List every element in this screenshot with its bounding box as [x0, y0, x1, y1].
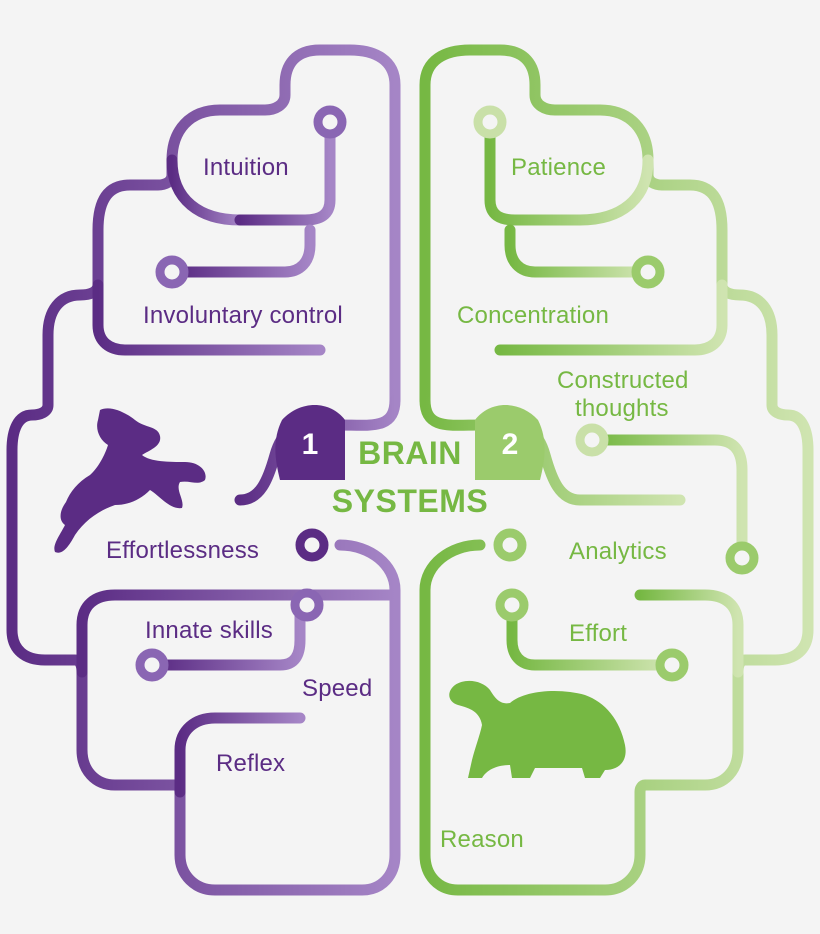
node-analytics-right — [725, 541, 759, 575]
effort-trace — [506, 599, 671, 671]
label-reason: Reason — [440, 826, 524, 853]
intuition-connector — [234, 119, 336, 226]
node-effort — [495, 588, 529, 622]
node-concentration — [631, 255, 665, 289]
node-effort-right — [655, 648, 689, 682]
innate-loop — [76, 589, 401, 678]
system1-badge — [275, 405, 345, 480]
concentration-trace — [504, 224, 648, 278]
label-analytics: Analytics — [569, 538, 667, 565]
constructed-trace — [592, 434, 748, 556]
node-involuntary — [155, 255, 189, 289]
left-outer-contour — [6, 44, 401, 896]
system2-badge — [475, 405, 545, 480]
node-effortlessness — [295, 528, 329, 562]
effort-loop — [634, 589, 744, 678]
left-nodes — [135, 105, 347, 682]
label-intuition: Intuition — [203, 154, 289, 181]
node-analytics-left — [493, 528, 527, 562]
involuntary-bottom — [92, 279, 326, 356]
innate-trace — [152, 604, 306, 671]
involuntary-trace — [172, 224, 316, 278]
node-constructed — [575, 423, 609, 457]
patience-trace — [484, 119, 654, 226]
label-constructed-line1: Constructed — [557, 367, 689, 394]
right-outer-contour — [419, 44, 814, 896]
node-innate-left — [135, 648, 169, 682]
tortoise-icon — [449, 680, 626, 778]
concentration-bottom — [494, 279, 728, 356]
system2-number: 2 — [501, 428, 519, 461]
label-innate-skills: Innate skills — [145, 617, 273, 644]
reflex-trace — [174, 712, 306, 798]
label-effortlessness: Effortlessness — [106, 537, 260, 564]
node-patience — [473, 105, 507, 139]
label-effort: Effort — [569, 620, 628, 647]
node-intuition — [313, 105, 347, 139]
title-line1: BRAIN — [358, 435, 462, 471]
system1-number: 1 — [301, 428, 319, 461]
label-concentration: Concentration — [457, 302, 610, 329]
label-patience: Patience — [511, 154, 606, 181]
intuition-trace — [166, 154, 246, 226]
rabbit-icon — [54, 408, 206, 553]
title-line2: SYSTEMS — [331, 483, 489, 519]
label-reflex: Reflex — [216, 750, 286, 777]
label-speed: Speed — [302, 675, 373, 702]
label-involuntary-control: Involuntary control — [143, 302, 343, 329]
node-innate — [290, 588, 324, 622]
right-nodes — [473, 105, 759, 682]
label-constructed-line2: thoughts — [575, 395, 669, 422]
